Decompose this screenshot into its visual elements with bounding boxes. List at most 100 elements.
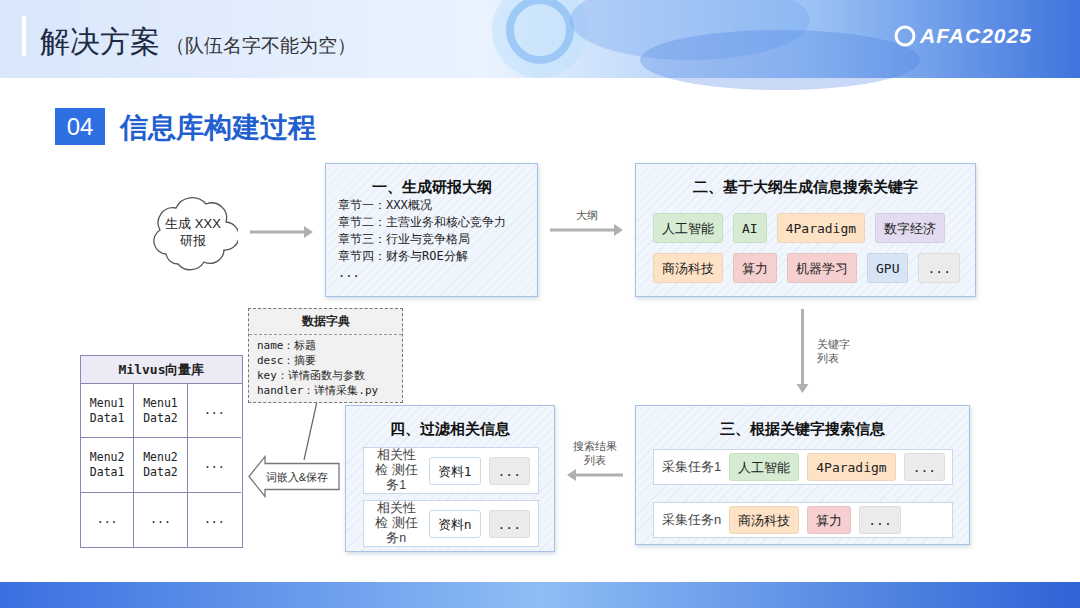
cell-text: Menu2 Data1	[86, 450, 128, 480]
tag-text: GPU	[876, 254, 899, 284]
tag-text: 机器学习	[796, 254, 848, 284]
arrow-head	[614, 224, 623, 236]
tag-text: 人工智能	[662, 214, 714, 244]
panel-box: 二、基于大纲生成信息搜索关键字人工智能AI4Paradigm数字经济商汤科技算力…	[635, 163, 976, 297]
milvus-box: Milvus向量库 Menu1 Data1 Menu1 Data2... Menu2 …	[80, 355, 243, 548]
table-cell: Menu1 Data1	[81, 384, 134, 438]
arrow-head	[567, 469, 576, 481]
edge-label: 关键字 列表	[815, 337, 859, 365]
keyword-tag: ...	[904, 453, 945, 481]
arrow-head	[304, 226, 313, 238]
tag-text: 4Paradigm	[786, 214, 856, 244]
panel-box: 四、过滤相关信息相关性检 测任务1资料1...相关性检 测任务n资料n...	[345, 405, 555, 552]
keyword-tag: 商汤科技	[729, 506, 799, 534]
keyword-tag: AI	[733, 213, 767, 243]
tag-text: ...	[927, 254, 950, 284]
table-heading: Milvus向量库	[81, 356, 242, 384]
table-cell: ...	[188, 384, 241, 438]
block-arrow	[249, 457, 339, 497]
cell-text: Menu1 Data1	[86, 396, 128, 426]
cell-text: ...	[193, 403, 235, 418]
section-heading: 信息库构建过程	[120, 109, 316, 147]
dict-line: name：标题	[257, 338, 402, 353]
box-line: 章节四：财务与ROE分解	[338, 248, 537, 265]
table-cell: ...	[188, 438, 241, 492]
table-cell: ...	[188, 493, 241, 547]
keyword-tag: 算力	[807, 506, 851, 534]
flow-arrow	[250, 226, 313, 238]
table-cell: Menu2 Data2	[134, 438, 187, 492]
box-line: 章节一：XXX概况	[338, 197, 537, 214]
box-heading: 四、过滤相关信息	[346, 420, 554, 439]
keyword-tag: 算力	[733, 253, 777, 283]
keyword-tag: GPU	[867, 253, 908, 283]
table-cell: Menu2 Data1	[81, 438, 134, 492]
edge-label: 搜索结果 列表	[568, 439, 623, 467]
cloud-text: 生成 XXX研报	[162, 215, 224, 249]
section-number: 04	[55, 108, 105, 145]
keyword-tag: ...	[489, 510, 530, 538]
dict-heading: 数据字典	[249, 309, 402, 335]
tag-text: 商汤科技	[662, 254, 714, 284]
tag-text: 数字经济	[884, 214, 936, 244]
dict-line: key：详情函数与参数	[257, 368, 402, 383]
panel-box: 一、生成研报大纲章节一：XXX概况章节二：主营业务和核心竞争力章节三：行业与竞争…	[325, 163, 538, 297]
box-heading: 三、根据关键字搜索信息	[636, 420, 969, 439]
edge-label: 词嵌入&保存	[264, 470, 330, 484]
box-line: ...	[338, 265, 537, 282]
slide-title: 解决方案	[40, 22, 160, 63]
row-box: 采集任务1 人工智能 4Paradigm...	[653, 449, 953, 485]
tag-text: 算力	[742, 254, 768, 284]
tag-text: 资料n	[438, 511, 472, 539]
keyword-tag: 机器学习	[787, 253, 857, 283]
keyword-tag: ...	[859, 506, 900, 534]
cloud-box: 生成 XXX研报	[148, 190, 238, 274]
keyword-tag: 人工智能	[653, 213, 723, 243]
keyword-tag: ...	[918, 253, 959, 283]
tag-text: 资料1	[438, 458, 472, 486]
dict-box: 数据字典 name：标题desc：摘要key：详情函数与参数handler：详情采…	[248, 308, 403, 403]
cell-text: ...	[193, 512, 235, 527]
logo-text: AFAC2025	[920, 24, 1032, 48]
dict-line: handler：详情采集.py	[257, 383, 402, 398]
table-cell: ...	[81, 493, 134, 547]
cell-text: ...	[86, 512, 128, 527]
tag-text: 人工智能	[738, 454, 790, 482]
task-label: 采集任务n	[662, 511, 721, 529]
tag-text: AI	[742, 214, 758, 244]
tag-text: ...	[868, 507, 891, 535]
cell-text: Menu1 Data2	[139, 396, 181, 426]
dict-line: desc：摘要	[257, 353, 402, 368]
tag-text: ...	[498, 511, 521, 539]
flow-arrow	[797, 309, 809, 393]
tag-text: ...	[498, 458, 521, 486]
panel-box: 三、根据关键字搜索信息采集任务1 人工智能 4Paradigm... 采集任务n 商汤科…	[635, 405, 970, 545]
task-label: 相关性检 测任务1	[372, 448, 421, 493]
keyword-tag: 数字经济	[875, 213, 945, 243]
tag-text: 4Paradigm	[816, 454, 886, 482]
keyword-tag: 商汤科技	[653, 253, 723, 283]
row-box: 相关性检 测任务1 资料1...	[363, 447, 539, 494]
row-box: 采集任务n 商汤科技算力...	[653, 502, 953, 538]
keyword-tag: 4Paradigm	[777, 213, 865, 243]
keyword-tag: 资料n	[429, 510, 481, 538]
cell-text: Menu2 Data2	[139, 450, 181, 480]
edge-label: 大纲	[568, 208, 605, 222]
keyword-tag: 资料1	[429, 457, 481, 485]
table-cell: ...	[134, 493, 187, 547]
tag-text: ...	[913, 454, 936, 482]
flow-arrow	[550, 224, 623, 236]
cell-text: ...	[193, 457, 235, 472]
row-box: 相关性检 测任务n资料n...	[363, 500, 539, 547]
tag-text: 商汤科技	[738, 507, 790, 535]
box-line: 章节二：主营业务和核心竞争力	[338, 214, 537, 231]
box-heading: 一、生成研报大纲	[326, 178, 537, 197]
task-label: 采集任务1	[662, 458, 721, 476]
table-cell: Menu1 Data2	[134, 384, 187, 438]
subtitle: （队伍名字不能为空）	[166, 33, 356, 59]
cell-text: ...	[139, 512, 181, 527]
keyword-tag: 4Paradigm	[807, 453, 895, 481]
box-line: 章节三：行业与竞争格局	[338, 231, 537, 248]
flow-arrow	[567, 469, 623, 481]
keyword-tag: ...	[489, 457, 530, 485]
